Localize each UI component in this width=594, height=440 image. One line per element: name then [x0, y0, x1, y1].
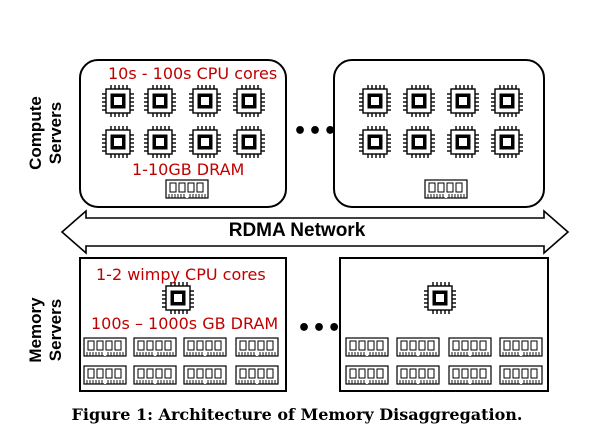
- cpu-chip-icon: [446, 125, 480, 159]
- dram-module-icon: [165, 179, 209, 199]
- dram-module-icon: [499, 337, 543, 357]
- dram-module-icon: [448, 365, 492, 385]
- memory-servers-label: Memory Servers: [26, 297, 65, 363]
- dram-module-icon: [424, 179, 468, 199]
- dram-module-icon: [83, 337, 127, 357]
- cpu-chip-icon: [232, 84, 266, 118]
- cpu-chip-icon: [402, 84, 436, 118]
- cpu-chip-icon: [161, 281, 195, 315]
- cpu-chip-icon: [423, 281, 457, 315]
- dram-module-icon: [235, 365, 279, 385]
- dram-module-icon: [499, 365, 543, 385]
- dram-module-icon: [396, 337, 440, 357]
- dram-module-icon: [183, 365, 227, 385]
- cpu-chip-icon: [358, 125, 392, 159]
- rdma-network-label: RDMA Network: [228, 220, 366, 241]
- cpu-chip-icon: [188, 125, 222, 159]
- compute-ellipsis: •••: [293, 119, 339, 144]
- compute-cores-annotation: 10s - 100s CPU cores: [108, 64, 278, 83]
- cpu-chip-icon: [490, 84, 524, 118]
- cpu-chip-icon: [101, 84, 135, 118]
- compute-servers-label: Compute Servers: [26, 96, 65, 170]
- rdma-network-arrow: [60, 209, 570, 255]
- cpu-chip-icon: [490, 125, 524, 159]
- dram-module-icon: [345, 337, 389, 357]
- cpu-chip-icon: [143, 84, 177, 118]
- compute-dram-annotation: 1-10GB DRAM: [132, 160, 245, 179]
- dram-module-icon: [133, 337, 177, 357]
- memory-dram-annotation: 100s – 1000s GB DRAM: [91, 314, 279, 333]
- dram-module-icon: [183, 337, 227, 357]
- memory-ellipsis: •••: [297, 316, 343, 341]
- cpu-chip-icon: [358, 84, 392, 118]
- compute-server-box-1: [79, 59, 287, 208]
- cpu-chip-icon: [446, 84, 480, 118]
- cpu-chip-icon: [101, 125, 135, 159]
- cpu-chip-icon: [402, 125, 436, 159]
- figure-caption: Figure 1: Architecture of Memory Disaggr…: [71, 405, 523, 424]
- dram-module-icon: [83, 365, 127, 385]
- dram-module-icon: [345, 365, 389, 385]
- dram-module-icon: [396, 365, 440, 385]
- dram-module-icon: [133, 365, 177, 385]
- cpu-chip-icon: [143, 125, 177, 159]
- dram-module-icon: [235, 337, 279, 357]
- memory-cores-annotation: 1-2 wimpy CPU cores: [96, 265, 266, 284]
- dram-module-icon: [448, 337, 492, 357]
- cpu-chip-icon: [188, 84, 222, 118]
- cpu-chip-icon: [232, 125, 266, 159]
